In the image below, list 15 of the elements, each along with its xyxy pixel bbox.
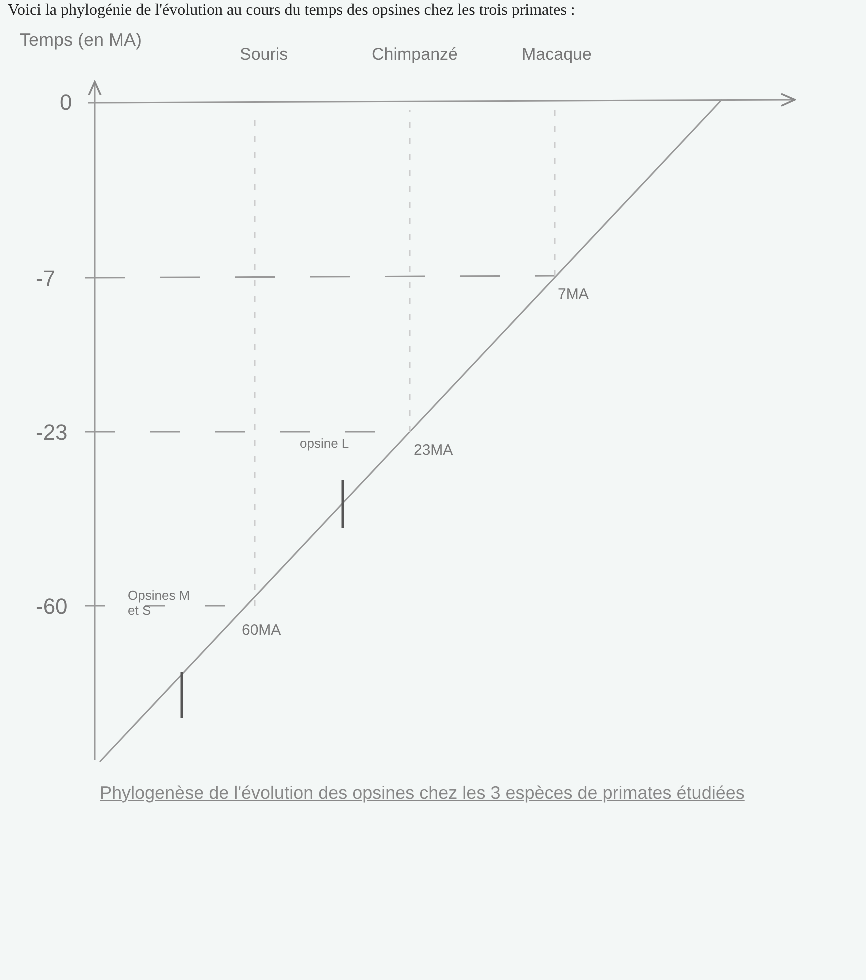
mutation-label: opsine L [300,436,350,451]
species-label: Macaque [522,45,592,65]
node-date-label: 60MA [242,622,282,639]
axis-title: Temps (en MA) [20,30,142,51]
question-text: Voici la phylogénie de l'évolution au cours du temps des opsines chez les trois primates : [8,2,576,20]
species-label: Souris [240,45,288,65]
caption: Phylogenèse de l'évolution des opsines chez les 3 espèces de primates étudiées [100,782,746,805]
node-date-label: 23MA [414,442,454,459]
tick-label: -23 [36,420,68,446]
tick-label: 0 [60,90,72,116]
tick-label: -7 [36,266,56,292]
species-label: Chimpanzé [372,45,458,65]
node-date-label: 7MA [558,286,589,303]
mutation-label: Opsines M et S [128,588,192,618]
tick-label: -60 [36,594,68,620]
